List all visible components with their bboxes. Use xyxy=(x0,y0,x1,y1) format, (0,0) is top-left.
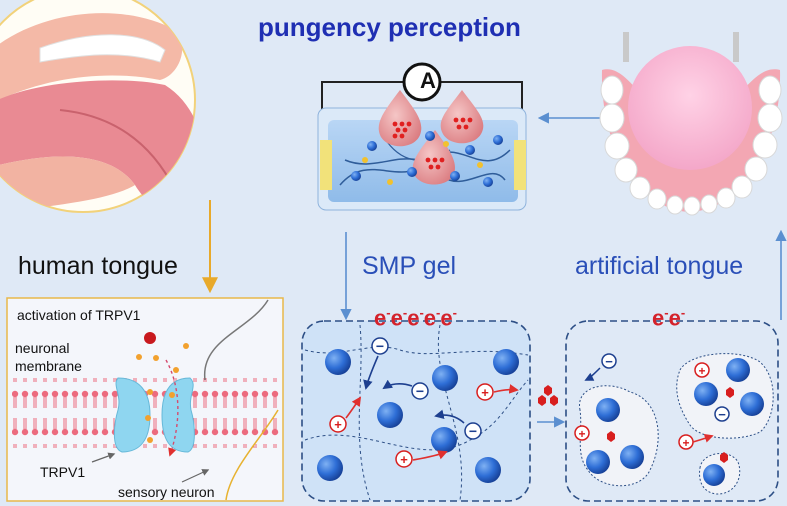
artificial-tongue-model xyxy=(599,32,783,216)
capsaicin-molecule xyxy=(144,332,156,344)
svg-text:−: − xyxy=(605,354,613,369)
activation-label: activation of TRPV1 xyxy=(17,307,141,323)
svg-text:+: + xyxy=(481,385,489,400)
svg-text:−: − xyxy=(718,407,726,422)
capsaicin-cluster xyxy=(538,385,558,406)
polymer-sphere xyxy=(325,349,351,375)
svg-text:+: + xyxy=(400,452,408,467)
electron-label-left: e-e-e-e-e- xyxy=(374,305,457,331)
artificial-tongue-label: artificial tongue xyxy=(575,252,744,280)
figure-title: pungency perception xyxy=(258,12,521,42)
gel-device xyxy=(317,62,527,211)
polymer-sphere xyxy=(377,402,403,428)
polymer-sphere xyxy=(475,457,501,483)
svg-text:+: + xyxy=(578,427,585,441)
polymer-sphere xyxy=(493,349,519,375)
gel-microstructure-box xyxy=(301,320,531,502)
svg-text:−: − xyxy=(376,338,384,354)
trpv1-label: TRPV1 xyxy=(40,464,86,480)
human-mouth-illustration xyxy=(0,0,196,213)
membrane-label: neuronal membrane xyxy=(15,339,82,375)
ion-pair-box xyxy=(565,320,779,502)
polymer-sphere xyxy=(431,427,457,453)
human-tongue-label: human tongue xyxy=(18,252,178,280)
svg-text:−: − xyxy=(469,423,477,439)
svg-text:+: + xyxy=(334,417,342,432)
polymer-sphere xyxy=(317,455,343,481)
electron-label-right: e-e- xyxy=(652,305,686,331)
gel-drop xyxy=(440,90,484,144)
membrane-label-line2: membrane xyxy=(15,358,82,374)
ion-signs: − − − + + + − + + − + xyxy=(334,338,726,467)
svg-text:+: + xyxy=(682,436,689,450)
gel-drop xyxy=(378,90,422,147)
polymer-sphere xyxy=(432,365,458,391)
svg-text:−: − xyxy=(416,383,424,399)
ammeter-circle xyxy=(402,62,442,102)
ammeter-label: A xyxy=(420,68,436,93)
trpv1-inset xyxy=(6,297,284,502)
svg-text:+: + xyxy=(698,364,705,378)
membrane-label-line1: neuronal xyxy=(15,340,70,356)
trpv1-channel-left xyxy=(113,377,151,453)
sensory-neuron-label: sensory neuron xyxy=(118,484,215,500)
smp-gel-label: SMP gel xyxy=(362,252,457,280)
